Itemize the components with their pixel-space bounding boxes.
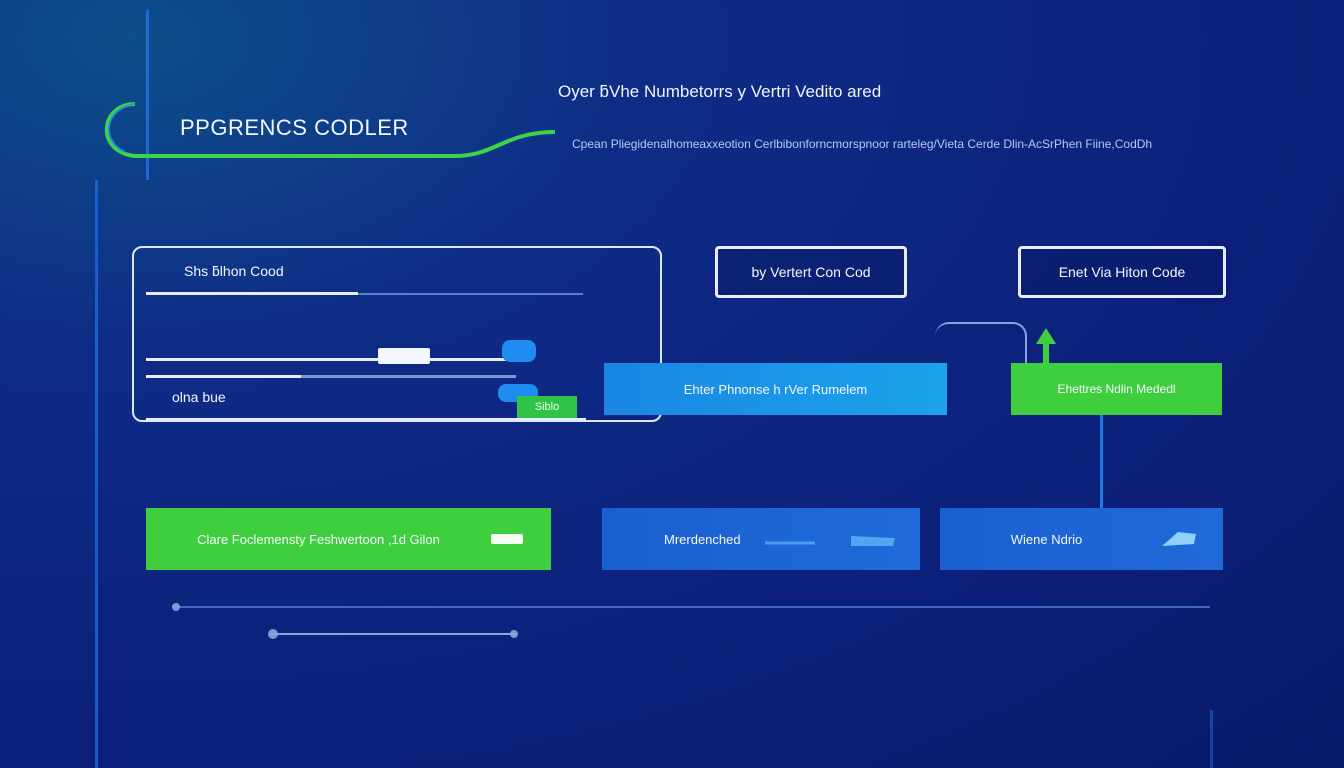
- field2-track: [146, 375, 516, 378]
- decor-connector: [935, 322, 1027, 384]
- recommended-label: Mrerdenched: [664, 531, 741, 547]
- field1-label: Shs ƃlhon Cood: [184, 263, 284, 279]
- decor-vline-left2: [95, 180, 98, 768]
- field2-slider-handle[interactable]: [378, 348, 430, 364]
- field2-underline: [146, 375, 301, 378]
- enter-phone-button[interactable]: Ehter Phnonse h rVer Rumelem: [604, 363, 947, 415]
- decor-hline-bottom1: [175, 606, 1210, 608]
- settings-green-button[interactable]: Ehettres Ndlin Mededl: [1011, 363, 1222, 415]
- wiene-label: Wiene Ndrio: [1010, 531, 1083, 547]
- status-tag: Siblo: [517, 396, 577, 418]
- field2-label: olna bue: [172, 389, 226, 405]
- field1-track: [358, 293, 583, 295]
- decor-hline-bottom2: [270, 633, 515, 635]
- app-logo-text: PPGRENCS CODLER: [180, 115, 409, 140]
- decor-vline-connector: [1100, 415, 1103, 510]
- decor-blue-shape: [502, 340, 536, 362]
- page-title: Oyer ƃVhe Numbetorrs y Vertri Vedito are…: [558, 82, 882, 101]
- field1-underline[interactable]: [146, 292, 358, 295]
- decor-dot: [172, 603, 180, 611]
- field2-input-line[interactable]: [146, 358, 516, 361]
- decor-dot: [268, 629, 278, 639]
- status-tag-label: Siblo: [534, 401, 560, 413]
- arrow-up-icon: [1036, 328, 1056, 368]
- decor-vline-left: [146, 10, 149, 180]
- decor-vline-right: [1210, 710, 1213, 768]
- toggle-icon: [491, 534, 523, 544]
- enter-code-label: Enet Via Hiton Code: [1058, 264, 1186, 280]
- input-panel: [132, 246, 662, 422]
- send-arrow-icon: [1162, 532, 1196, 546]
- field2-bottom-line: [146, 418, 586, 420]
- decor-dot: [510, 630, 518, 638]
- page-subtitle: Cpean Pliegidenalhomeaxxeotion Cerlbibon…: [572, 137, 1153, 151]
- confirm-green-label: Clare Foclemensty Feshwertoon ,1d Gilon: [197, 531, 440, 547]
- enter-phone-label: Ehter Phnonse h rVer Rumelem: [683, 381, 868, 397]
- settings-green-label: Ehettres Ndlin Mededl: [1057, 382, 1176, 396]
- confirm-green-button[interactable]: Clare Foclemensty Feshwertoon ,1d Gilon: [146, 508, 551, 570]
- enter-code-button[interactable]: Enet Via Hiton Code: [1018, 246, 1226, 298]
- vertrun-code-button[interactable]: by Vertert Con Cod: [715, 246, 907, 298]
- logo-swoosh-icon: [104, 102, 556, 158]
- arrow-right-icon: [765, 536, 895, 546]
- vertrun-code-label: by Vertert Con Cod: [751, 264, 871, 280]
